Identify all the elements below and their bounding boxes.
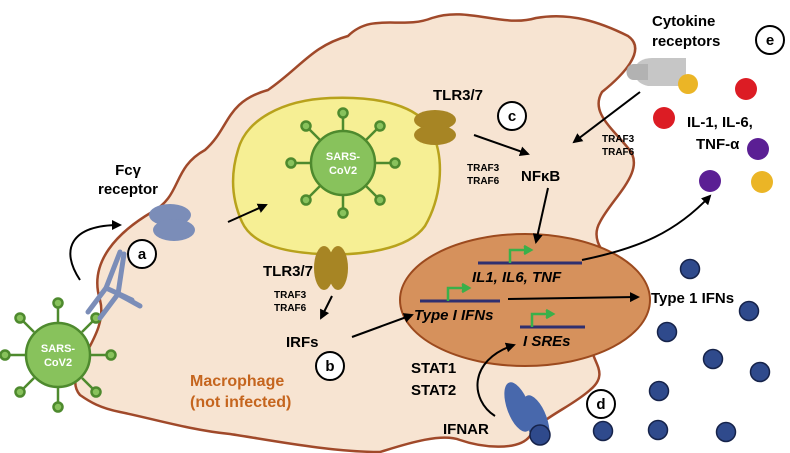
- tlr-top-receptor: [414, 110, 456, 145]
- badge-c: c: [497, 101, 527, 131]
- il-dot: [699, 170, 721, 192]
- ifnar-receptor: [504, 382, 551, 446]
- nfkb-label: NFκB: [521, 168, 560, 185]
- badge-a: a: [127, 239, 157, 269]
- il-dot: [747, 138, 769, 160]
- il-genes-label: IL1, IL6, TNF: [472, 269, 562, 286]
- irfs-label: IRFs: [286, 334, 319, 351]
- svg-text:d: d: [596, 396, 605, 413]
- type1-genes-label: Type I IFNs: [414, 307, 493, 324]
- fcy-receptor-label-2: receptor: [98, 181, 158, 198]
- traf-right-1: TRAF3: [602, 134, 635, 145]
- inner-virus-label-2: CoV2: [329, 165, 357, 177]
- fc-gamma-receptor: [149, 204, 195, 241]
- traf-left-1: TRAF3: [274, 290, 307, 301]
- antibody: [85, 249, 143, 321]
- inner-virus: [285, 107, 401, 219]
- traf-mid-1: TRAF3: [467, 163, 500, 174]
- tlr-left-label: TLR3/7: [263, 263, 313, 280]
- tlr-left-receptor: [314, 246, 348, 290]
- badge-d: d: [586, 389, 616, 419]
- isres-label: I SREs: [523, 333, 571, 350]
- macrophage-label-1: Macrophage: [190, 373, 284, 390]
- stat2-label: STAT2: [411, 382, 456, 399]
- il-dot: [735, 78, 757, 100]
- pathway-arrows: [69, 91, 712, 417]
- svg-text:b: b: [325, 358, 334, 375]
- traf-left-2: TRAF6: [274, 303, 307, 314]
- il-label-2: TNF-α: [696, 136, 740, 153]
- inner-virus-label-1: SARS-: [326, 151, 361, 163]
- ifnar-label: IFNAR: [443, 421, 489, 438]
- tlr-top-label: TLR3/7: [433, 87, 483, 104]
- outer-virus-label-1: SARS-: [41, 343, 76, 355]
- badge-e: e: [755, 25, 785, 55]
- svg-text:a: a: [138, 246, 147, 263]
- cytokine-receptor: [626, 58, 698, 94]
- cytokine-label-1: Cytokine: [652, 13, 715, 30]
- outer-virus: [0, 297, 117, 413]
- svg-text:e: e: [766, 32, 774, 49]
- promoter-arrows: [446, 244, 556, 327]
- traf-right-2: TRAF6: [602, 147, 635, 158]
- cytokine-label-2: receptors: [652, 33, 720, 50]
- ifn-dots: [592, 258, 771, 443]
- fcy-receptor-label-1: Fcγ: [115, 162, 142, 179]
- svg-text:c: c: [508, 108, 516, 125]
- macrophage-label-2: (not infected): [190, 394, 291, 411]
- il-dot: [751, 171, 773, 193]
- il-label-1: IL-1, IL-6,: [687, 114, 753, 131]
- il-dot: [653, 107, 675, 129]
- nucleus: [399, 233, 651, 367]
- traf-mid-2: TRAF6: [467, 176, 500, 187]
- stat1-label: STAT1: [411, 360, 456, 377]
- outer-virus-label-2: CoV2: [44, 357, 72, 369]
- badge-b: b: [315, 351, 345, 381]
- type1-ifns-label: Type 1 IFNs: [651, 290, 734, 307]
